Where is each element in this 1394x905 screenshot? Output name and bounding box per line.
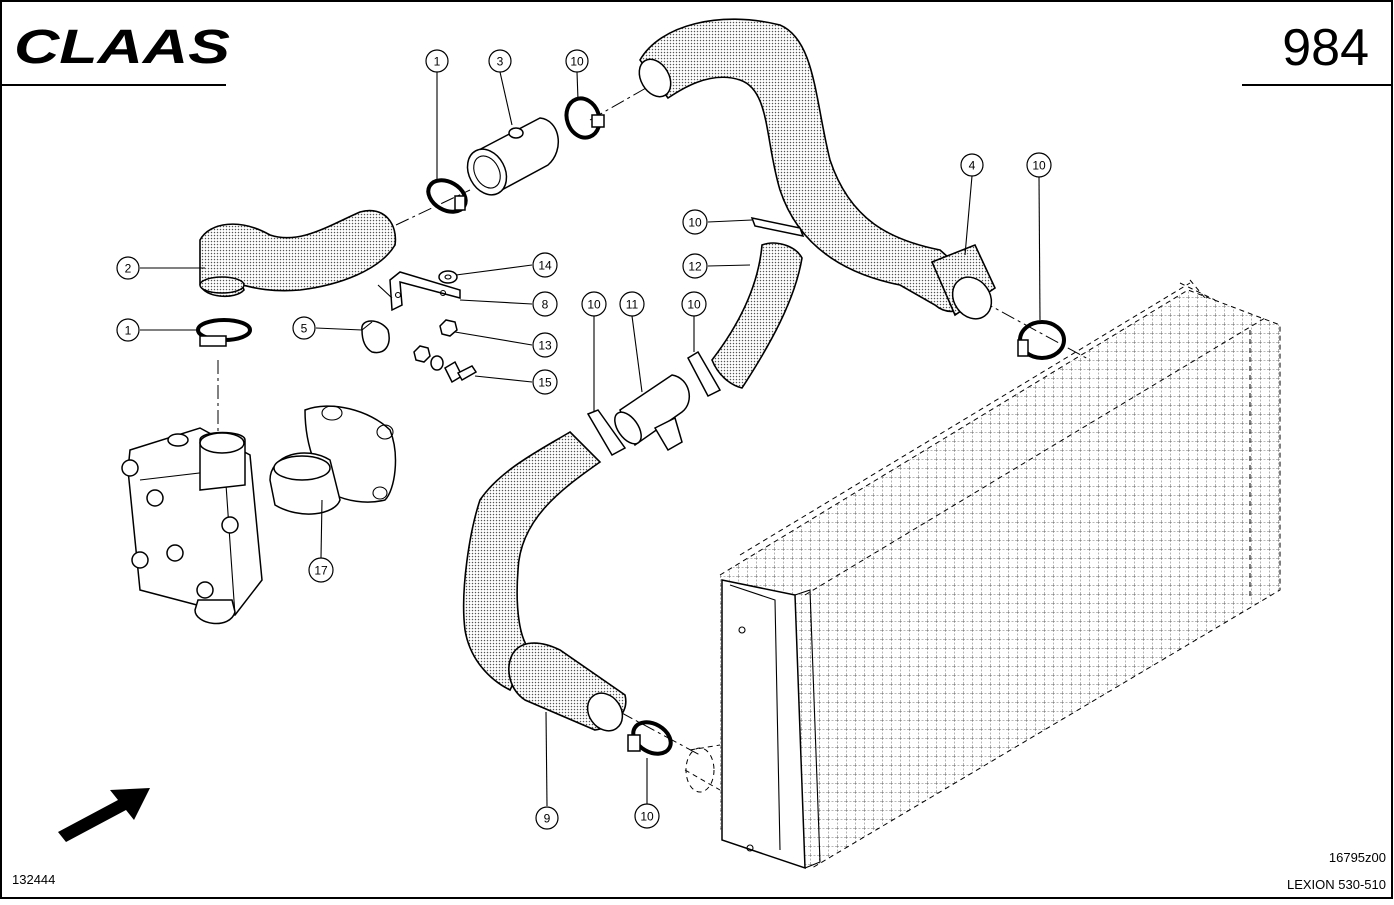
clamp-10-hose12 bbox=[750, 216, 805, 238]
svg-text:14: 14 bbox=[538, 259, 552, 273]
thermostat-17 bbox=[269, 405, 397, 515]
callout-3: 3 bbox=[488, 49, 512, 73]
clamp-5 bbox=[361, 320, 390, 354]
svg-text:17: 17 bbox=[314, 564, 328, 578]
model-label: LEXION 530-510 bbox=[1287, 877, 1386, 892]
svg-text:11: 11 bbox=[626, 298, 639, 312]
svg-text:12: 12 bbox=[688, 260, 702, 274]
svg-text:10: 10 bbox=[587, 298, 601, 312]
axis-line bbox=[589, 79, 661, 121]
washer-14 bbox=[438, 270, 458, 284]
svg-text:10: 10 bbox=[570, 55, 584, 69]
callout-11: 11 bbox=[619, 291, 645, 317]
brand-logo: CLAAS bbox=[14, 21, 230, 74]
clamp-10-pipe11-right bbox=[687, 350, 722, 397]
drawing-id: 16795z00 bbox=[1329, 850, 1386, 865]
svg-text:10: 10 bbox=[1032, 159, 1046, 173]
pipe-11 bbox=[614, 374, 691, 452]
callout-10-pipe11-right: 10 bbox=[681, 291, 707, 317]
svg-text:10: 10 bbox=[640, 810, 654, 824]
clamp-10-pipe3 bbox=[564, 96, 605, 140]
axis-line bbox=[619, 711, 701, 756]
hose-12 bbox=[711, 242, 803, 389]
callout-10-hose9: 10 bbox=[634, 803, 660, 829]
callout-13: 13 bbox=[532, 332, 558, 358]
callout-15: 15 bbox=[532, 369, 558, 395]
axis-line bbox=[979, 299, 1091, 361]
nut-13 bbox=[439, 319, 458, 337]
figure-id: 132444 bbox=[12, 872, 55, 887]
svg-text:15: 15 bbox=[538, 376, 552, 390]
callout-10-hose4: 10 bbox=[1026, 152, 1052, 178]
callout-9: 9 bbox=[535, 806, 559, 830]
callout-2: 2 bbox=[116, 256, 140, 280]
svg-text:13: 13 bbox=[538, 339, 552, 353]
page-number: 984 bbox=[1282, 19, 1369, 77]
callout-8: 8 bbox=[532, 291, 558, 317]
clamp-1-lower bbox=[196, 318, 252, 347]
clamp-10-hose9 bbox=[627, 720, 673, 756]
svg-text:9: 9 bbox=[544, 812, 551, 826]
svg-text:1: 1 bbox=[434, 55, 441, 69]
thermostat-housing bbox=[121, 427, 263, 625]
callout-12: 12 bbox=[682, 253, 708, 279]
direction-arrow-icon bbox=[58, 788, 150, 842]
svg-text:3: 3 bbox=[497, 55, 504, 69]
svg-text:8: 8 bbox=[542, 298, 549, 312]
clamp-10-hose4 bbox=[1017, 320, 1066, 360]
bracket-8 bbox=[377, 271, 461, 312]
callout-4: 4 bbox=[960, 153, 984, 177]
svg-text:2: 2 bbox=[125, 262, 132, 276]
callout-10-hose12: 10 bbox=[682, 209, 708, 235]
hose-2 bbox=[199, 209, 397, 298]
callout-17: 17 bbox=[308, 557, 334, 583]
callout-14: 14 bbox=[532, 252, 558, 278]
radiator bbox=[684, 279, 1281, 870]
svg-text:1: 1 bbox=[125, 324, 132, 338]
clamp-10-pipe11-left bbox=[586, 409, 627, 457]
clamp-1-upper bbox=[426, 178, 468, 214]
svg-text:10: 10 bbox=[687, 298, 701, 312]
leader-lines bbox=[140, 71, 1041, 807]
callout-10-pipe3: 10 bbox=[565, 49, 589, 73]
svg-text:4: 4 bbox=[969, 159, 976, 173]
callout-1-upper: 1 bbox=[425, 49, 449, 73]
hose-4 bbox=[638, 18, 997, 320]
callout-5: 5 bbox=[292, 316, 316, 340]
pipe-3 bbox=[466, 117, 559, 196]
svg-text:5: 5 bbox=[301, 322, 308, 336]
callout-1-lower: 1 bbox=[116, 318, 140, 342]
small-parts bbox=[413, 345, 478, 384]
callout-10-pipe11-left: 10 bbox=[581, 291, 607, 317]
hose-9 bbox=[462, 430, 627, 732]
svg-text:10: 10 bbox=[688, 216, 702, 230]
